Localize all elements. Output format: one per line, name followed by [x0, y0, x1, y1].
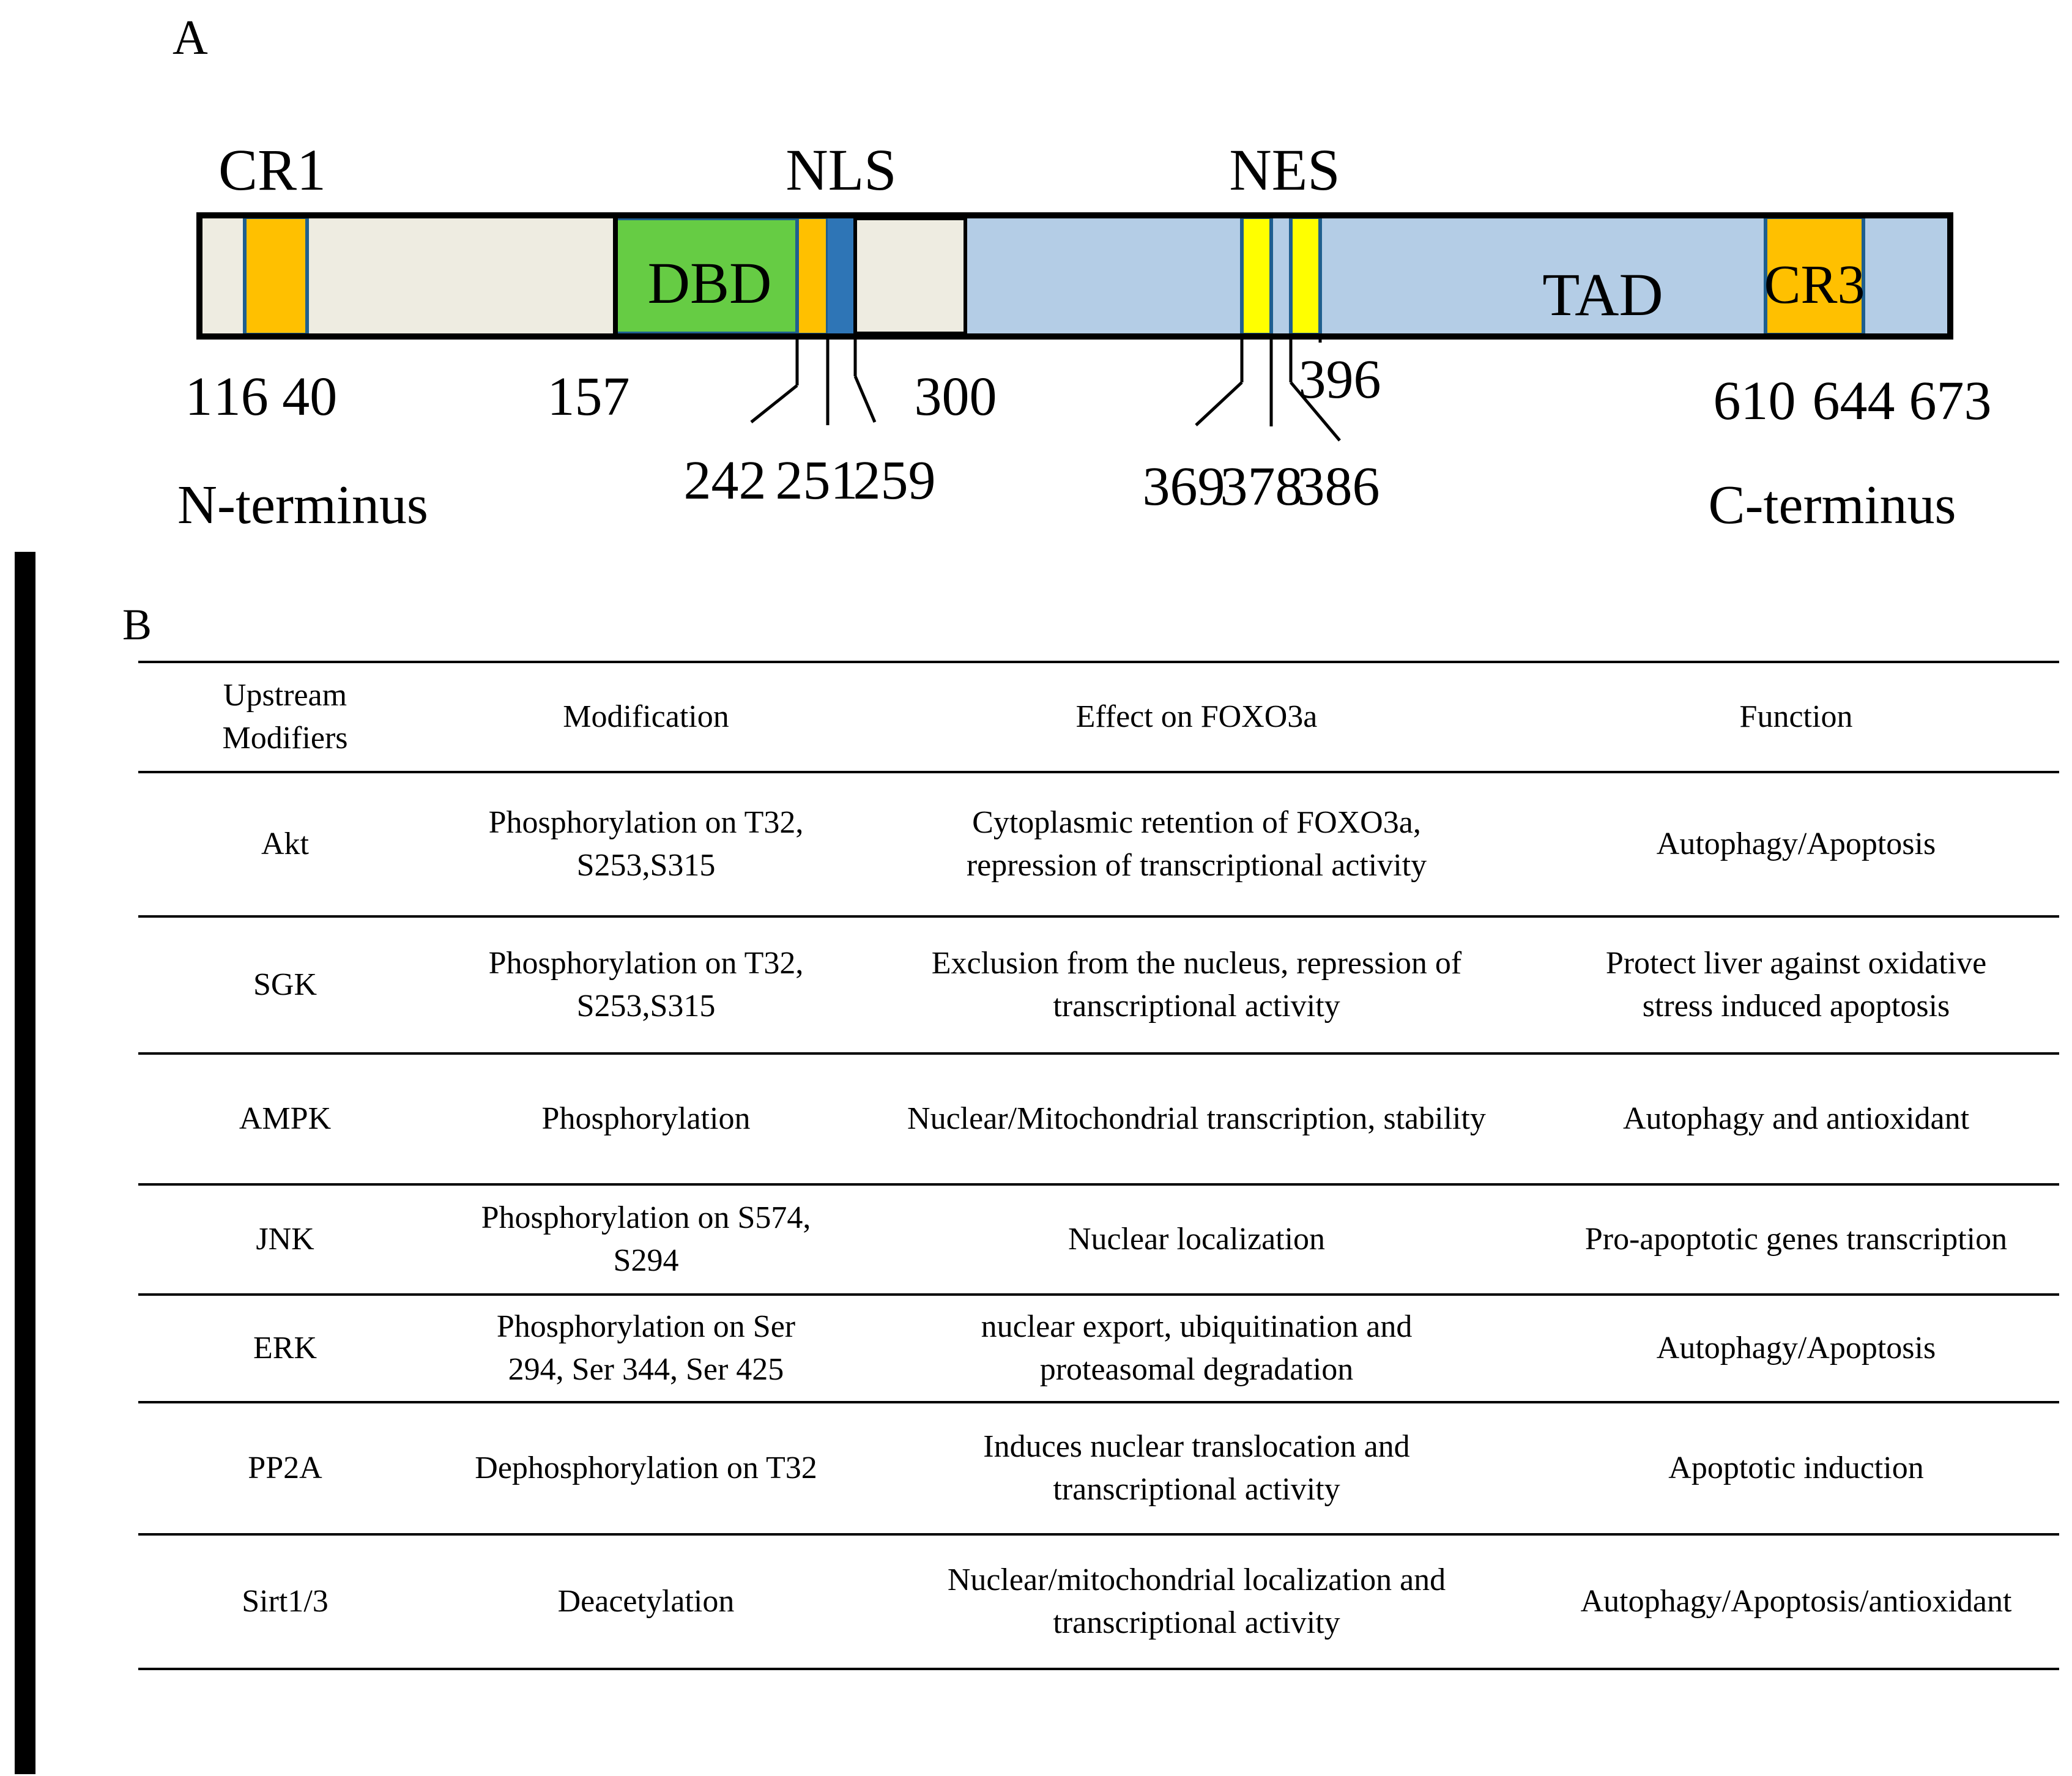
- dbd-label: DBD: [648, 250, 772, 316]
- cell-modification: Phosphorylation on T32,S253,S315: [488, 946, 804, 1024]
- nes-box-1: [1240, 215, 1273, 336]
- table-rule-top: [138, 661, 2059, 663]
- nes-label: NES: [1229, 137, 1340, 202]
- cell-modification: Deacetylation: [557, 1584, 735, 1619]
- pos-378: 378: [1220, 456, 1303, 517]
- cell-function: Apoptotic induction: [1668, 1451, 1924, 1485]
- cell-modification: Phosphorylation on S574,S294: [481, 1200, 811, 1278]
- tad-label: TAD: [1542, 261, 1663, 329]
- pos-259: 259: [853, 450, 936, 511]
- pos-644: 644: [1813, 371, 1895, 431]
- cell-modification: Dephosphorylation on T32: [475, 1451, 817, 1485]
- nls-orange-box: [795, 215, 830, 336]
- cell-modification: Phosphorylation: [541, 1101, 751, 1136]
- cell-upstream-modifier: SGK: [253, 967, 317, 1002]
- table-rule-4: [138, 1293, 2059, 1296]
- panel-a-label: A: [173, 11, 208, 65]
- cell-upstream-modifier: AMPK: [239, 1101, 332, 1136]
- header-modification: Modification: [563, 699, 729, 734]
- cell-modification: Phosphorylation on T32,S253,S315: [488, 805, 804, 883]
- cr1-label: CR1: [218, 137, 326, 202]
- cell-function: Pro-apoptotic genes transcription: [1584, 1222, 2008, 1257]
- nls-blue-box: [828, 217, 855, 335]
- header-effect: Effect on FOXO3a: [1075, 699, 1318, 734]
- pos-396: 396: [1299, 349, 1381, 410]
- cell-function: Autophagy/Apoptosis: [1656, 827, 1936, 861]
- cell-upstream-modifier: Akt: [261, 827, 309, 861]
- cell-effect: Cytoplasmic retention of FOXO3a,repressi…: [966, 805, 1427, 883]
- linker-region: [853, 217, 967, 335]
- cell-function: Autophagy and antioxidant: [1622, 1101, 1970, 1136]
- c-terminus-label: C-terminus: [1709, 475, 1956, 535]
- nes-box-2: [1289, 215, 1322, 336]
- cr3-label: CR3: [1764, 255, 1865, 315]
- foxo3a-domain-diagram: DBD TAD CR3 CR1 NLS NES 1 16 40 157 300 …: [177, 137, 1992, 535]
- pos-673: 673: [1909, 371, 1992, 431]
- left-border-bar: [15, 552, 35, 1774]
- table-rule-bottom: [138, 1668, 2059, 1670]
- header-function: Function: [1739, 699, 1853, 734]
- cell-upstream-modifier: JNK: [256, 1222, 314, 1257]
- cell-function: Autophagy/Apoptosis/antioxidant: [1580, 1584, 2012, 1619]
- cell-function: Autophagy/Apoptosis: [1656, 1331, 1936, 1365]
- table-rule-3: [138, 1183, 2059, 1186]
- nls-label: NLS: [785, 137, 896, 202]
- table-rule-2: [138, 1052, 2059, 1055]
- pos-157: 157: [548, 366, 630, 427]
- table-rule-header: [138, 771, 2059, 773]
- pos-386: 386: [1298, 456, 1380, 517]
- cell-upstream-modifier: Sirt1/3: [242, 1584, 329, 1619]
- pos-369: 369: [1143, 456, 1225, 517]
- pos-16-40: 16 40: [214, 366, 338, 427]
- cell-upstream-modifier: PP2A: [248, 1451, 322, 1485]
- pos-1: 1: [185, 366, 213, 427]
- cell-effect: Nuclear localization: [1068, 1222, 1326, 1257]
- table-rule-1: [138, 915, 2059, 918]
- cell-effect: Exclusion from the nucleus, repression o…: [931, 946, 1462, 1024]
- pos-251: 251: [776, 450, 858, 511]
- cell-upstream-modifier: ERK: [253, 1331, 317, 1365]
- pos-610: 610: [1714, 371, 1796, 431]
- table-rule-5: [138, 1401, 2059, 1403]
- table-rule-6: [138, 1533, 2059, 1536]
- cell-effect: Nuclear/Mitochondrial transcription, sta…: [907, 1101, 1486, 1136]
- cr3-box: [1764, 215, 1865, 336]
- pos-242: 242: [684, 450, 767, 511]
- pos-300: 300: [915, 366, 997, 427]
- panel-b-label: B: [122, 600, 152, 649]
- cr1-box: [243, 215, 309, 336]
- n-terminus-label: N-terminus: [177, 475, 428, 535]
